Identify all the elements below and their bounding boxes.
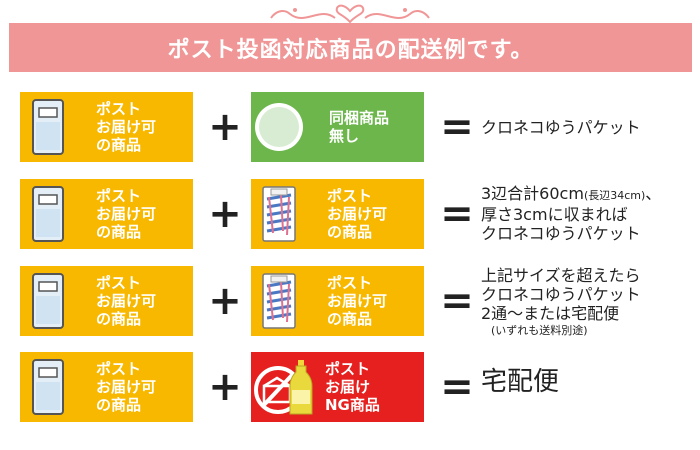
post-ok-item-tile: ポスト お届け可 の商品 xyxy=(251,266,424,336)
tile-label: ポスト お届け可 の商品 xyxy=(327,274,388,328)
product-package-icon xyxy=(262,273,296,329)
empty-circle-icon xyxy=(255,103,303,151)
post-ok-item-tile: ポスト お届け可 の商品 xyxy=(251,179,424,249)
tile-label: 同梱商品 無し xyxy=(329,109,390,145)
plus-sign: + xyxy=(208,364,242,410)
post-ng-item-tile: ポスト お届け NG商品 xyxy=(251,352,424,422)
product-package-icon xyxy=(262,186,296,242)
plus-sign: + xyxy=(208,104,242,150)
plus-sign: + xyxy=(208,278,242,324)
equals-sign: = xyxy=(440,278,474,324)
result-text: 上記サイズを超えたら クロネコゆうパケット 2通～または宅配便(いずれも送料別途… xyxy=(481,266,641,337)
mail-bag-icon xyxy=(32,359,64,415)
result-text: 宅配便 xyxy=(481,367,560,397)
equals-sign: = xyxy=(440,191,474,237)
page-title-banner: ポスト投函対応商品の配送例です。 xyxy=(9,23,692,72)
tile-label: ポスト お届け可 の商品 xyxy=(96,274,157,328)
example-row-1: ポスト お届け可 の商品 + 同梱商品 無し = クロネコゆうパケット xyxy=(0,92,700,162)
equals-sign: = xyxy=(440,364,474,410)
example-row-4: ポスト お届け可 の商品 + ポスト お届け NG商品 = 宅配便 xyxy=(0,352,700,422)
mail-bag-icon xyxy=(32,99,64,155)
example-row-3: ポスト お届け可 の商品 + ポスト お届け可 の商品 = 上記サイズを超えたら… xyxy=(0,266,700,337)
page-title: ポスト投函対応商品の配送例です。 xyxy=(167,37,534,63)
mail-bag-icon xyxy=(32,273,64,329)
post-ok-item-tile: ポスト お届け可 の商品 xyxy=(20,266,193,336)
tile-label: ポスト お届け可 の商品 xyxy=(96,360,157,414)
tile-label: ポスト お届け可 の商品 xyxy=(327,187,388,241)
no-post-bottle-icon xyxy=(254,360,313,415)
shipping-note: (いずれも送料別途) xyxy=(491,324,588,337)
equals-sign: = xyxy=(440,104,474,150)
heart-ornament-icon xyxy=(270,4,430,24)
post-ok-item-tile: ポスト お届け可 の商品 xyxy=(20,92,193,162)
example-row-2: ポスト お届け可 の商品 + ポスト お届け可 の商品 = 3辺合計60cm(長… xyxy=(0,179,700,249)
no-bundle-tile: 同梱商品 無し xyxy=(251,92,424,162)
plus-sign: + xyxy=(208,191,242,237)
post-ok-item-tile: ポスト お届け可 の商品 xyxy=(20,179,193,249)
result-text: 3辺合計60cm(長辺34cm)、 厚さ3cmに収まれば クロネコゆうパケット xyxy=(481,184,662,243)
tile-label: ポスト お届け可 の商品 xyxy=(96,100,157,154)
result-text: クロネコゆうパケット xyxy=(481,118,641,137)
tile-label: ポスト お届け可 の商品 xyxy=(96,187,157,241)
mail-bag-icon xyxy=(32,186,64,242)
tile-label: ポスト お届け NG商品 xyxy=(325,360,380,414)
post-ok-item-tile: ポスト お届け可 の商品 xyxy=(20,352,193,422)
